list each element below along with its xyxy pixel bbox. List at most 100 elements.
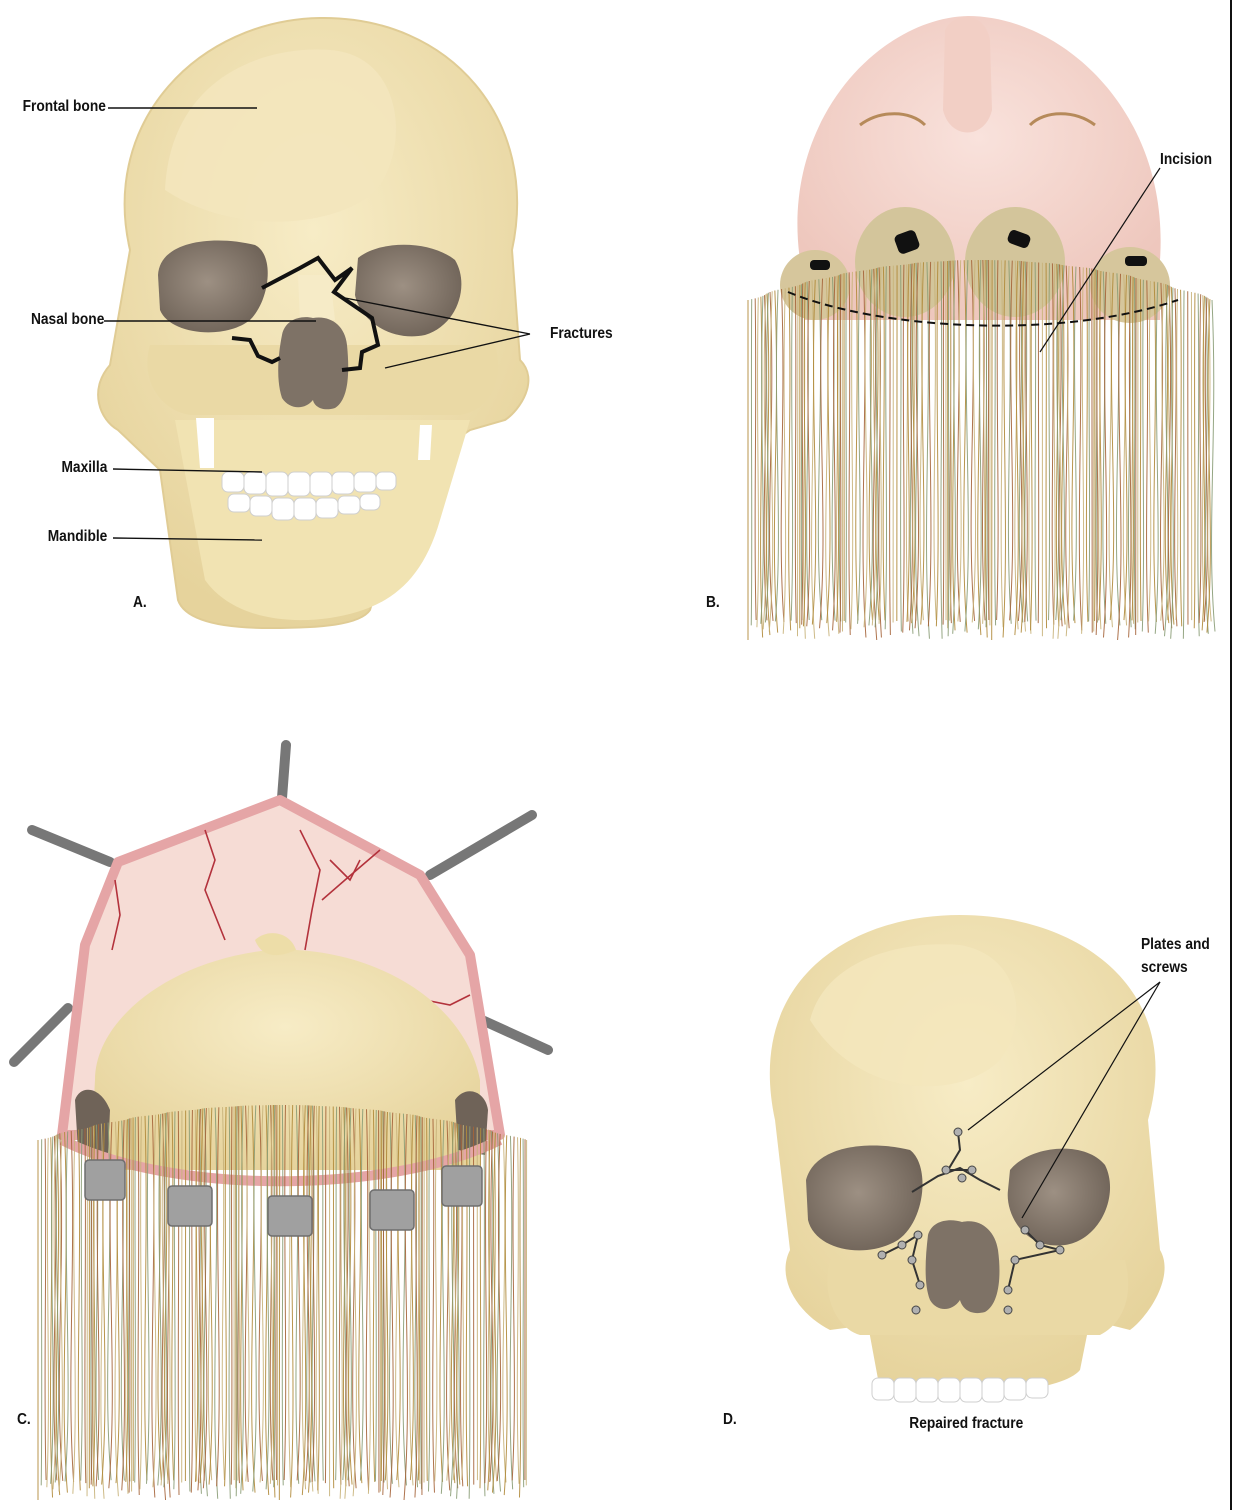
hair-strand — [375, 1110, 376, 1481]
hair-strand — [421, 1117, 422, 1490]
teeth-d — [872, 1378, 1048, 1402]
hair-strand — [851, 272, 853, 629]
hair-strand — [73, 1130, 75, 1494]
left-orbit — [158, 240, 268, 332]
hair-strand — [1212, 300, 1215, 631]
hair-strand — [282, 1105, 283, 1485]
panel-a-skull — [98, 18, 530, 628]
hair-strand — [846, 273, 847, 623]
hair-strand — [189, 1110, 190, 1491]
panel-d-skull — [770, 915, 1165, 1402]
hair-strand — [1079, 267, 1081, 630]
hair-strand — [1183, 290, 1184, 638]
hair-strand — [428, 1118, 429, 1491]
label-frontal-bone: Frontal bone — [23, 98, 106, 116]
hair-strand — [901, 265, 902, 631]
panel-letter-d: D. — [723, 1411, 737, 1429]
hair-strand — [988, 260, 989, 620]
hair-strand — [885, 266, 886, 629]
hair-strand — [849, 272, 850, 635]
screw-icon — [942, 1166, 950, 1174]
hair-strand — [433, 1119, 435, 1493]
hair-strand — [517, 1137, 519, 1484]
hair-strand — [47, 1138, 49, 1487]
screw-icon — [912, 1306, 920, 1314]
hair-strand — [512, 1137, 514, 1481]
hair-strand — [1089, 268, 1090, 621]
hair-strand — [795, 286, 796, 623]
hair-strand — [333, 1106, 334, 1488]
hair-strand — [325, 1106, 326, 1483]
hair-strand — [231, 1107, 232, 1485]
hair-strand — [1149, 281, 1151, 621]
hair-strand — [178, 1111, 179, 1495]
hair-strand — [435, 1119, 437, 1481]
hair-strand — [1140, 279, 1141, 621]
hair-strand — [791, 287, 793, 621]
screw-icon — [1011, 1256, 1019, 1264]
label-mandible: Mandible — [47, 528, 107, 546]
hair-strand — [138, 1117, 139, 1495]
hair-strand — [135, 1117, 136, 1482]
hair-strand — [1082, 267, 1084, 633]
hair-strand — [45, 1139, 46, 1480]
screw-icon — [958, 1174, 966, 1182]
nasal-cavity — [278, 317, 348, 409]
page-edge-line — [1230, 0, 1232, 1510]
label-nasal-bone: Nasal bone — [31, 311, 104, 329]
label-repaired-fracture: Repaired fracture — [909, 1415, 1023, 1433]
label-plates-line2: screws — [1141, 959, 1188, 977]
hair-strand — [1046, 263, 1047, 628]
label-incision: Incision — [1160, 151, 1212, 169]
hair-strand — [336, 1107, 337, 1481]
hair-strand — [519, 1138, 520, 1498]
hair-strand — [755, 298, 756, 620]
hair-strand — [41, 1139, 42, 1485]
hair-strand — [856, 271, 858, 620]
hair-strand — [381, 1111, 382, 1481]
hair-strand — [1198, 294, 1199, 637]
hair-strand — [229, 1107, 230, 1499]
teeth-upper — [222, 472, 396, 496]
hair-strand — [789, 288, 791, 631]
screw-icon — [954, 1128, 962, 1136]
hair-strand — [78, 1130, 80, 1491]
hair-strand — [322, 1106, 323, 1481]
hair-strand — [81, 1129, 83, 1481]
screw-icon — [878, 1251, 886, 1259]
hair-strand — [1049, 263, 1050, 620]
hair-strand — [427, 1118, 428, 1481]
screw-icon — [968, 1166, 976, 1174]
screw-icon — [1004, 1286, 1012, 1294]
hair-strand — [781, 289, 784, 622]
screw-icon — [908, 1256, 916, 1264]
hair-strand — [783, 288, 785, 634]
hair-strand — [890, 266, 891, 635]
screw-icon — [1036, 1241, 1044, 1249]
hair-strand — [1035, 262, 1036, 620]
panel-letter-b: B. — [706, 594, 720, 612]
panel-letter-c: C. — [17, 1411, 31, 1429]
screw-icon — [1004, 1306, 1012, 1314]
hair-strand — [1147, 280, 1149, 632]
hair-strand — [1038, 262, 1039, 623]
hair-strand — [484, 1128, 485, 1496]
hair-strand — [757, 298, 759, 628]
hair-strand — [1142, 280, 1143, 632]
hair-strand — [858, 271, 861, 624]
hair-strand — [1095, 269, 1096, 621]
hair-strand — [1194, 293, 1195, 629]
hair-strand — [1134, 277, 1135, 629]
hair-strand — [523, 1139, 524, 1488]
hair-strand — [140, 1116, 142, 1489]
label-fractures: Fractures — [550, 325, 613, 343]
hair-strand — [943, 261, 944, 624]
screw-icon — [914, 1231, 922, 1239]
hair-strand — [941, 261, 942, 638]
hair-strand — [1199, 294, 1201, 623]
hair-strand — [485, 1129, 487, 1483]
hair-strand — [276, 1105, 277, 1480]
hair-strand — [995, 260, 996, 625]
label-maxilla: Maxilla — [61, 459, 107, 477]
